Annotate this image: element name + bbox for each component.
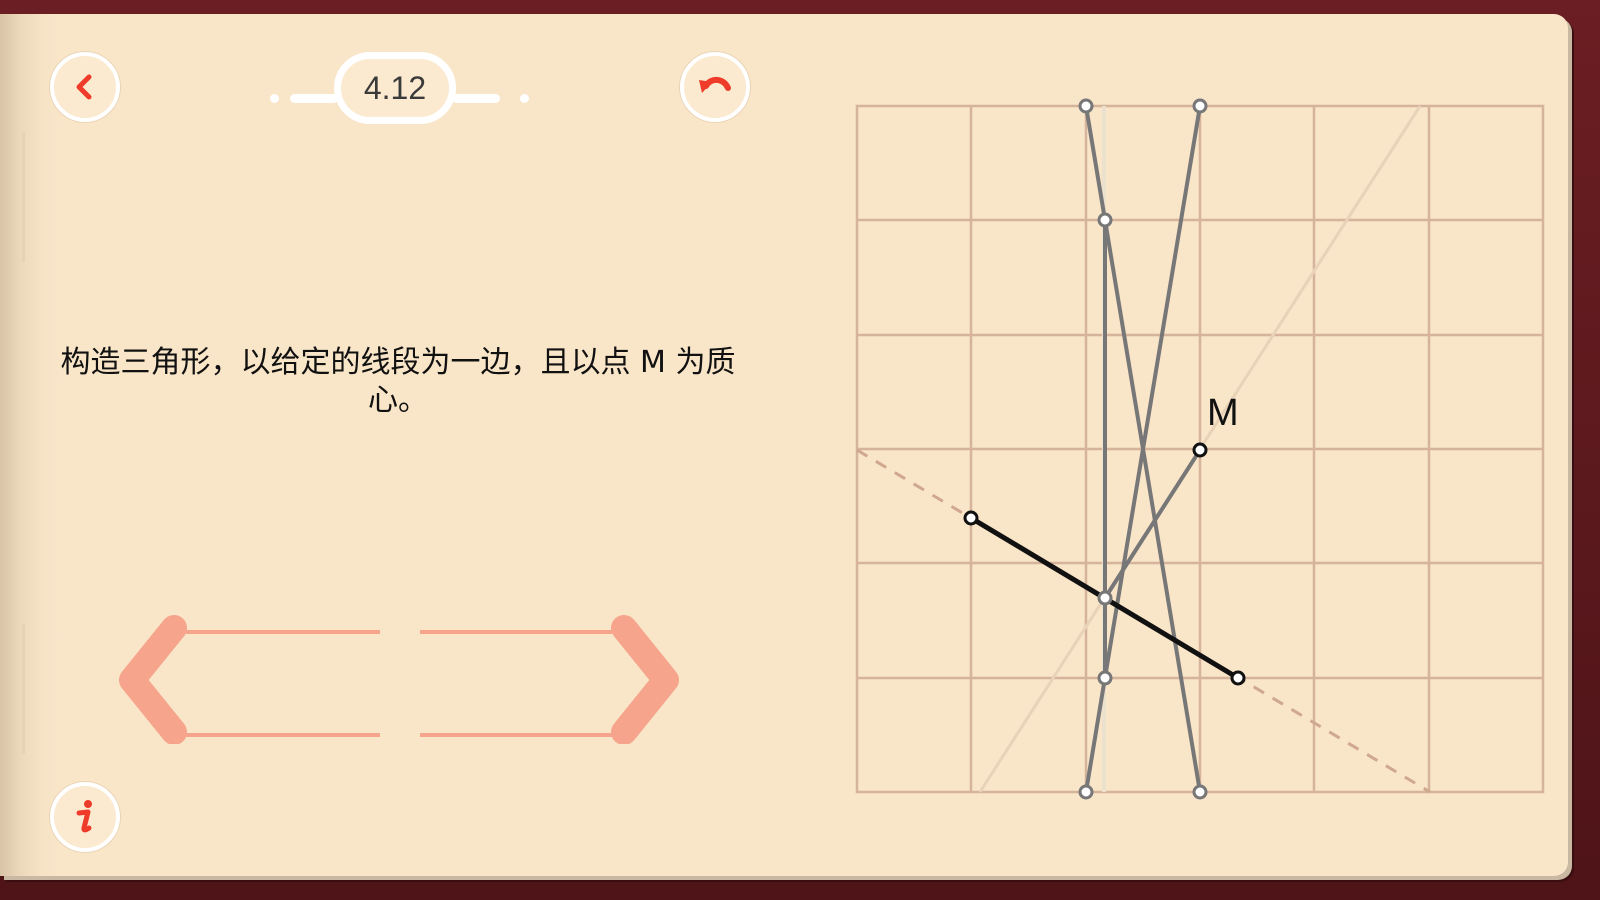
median-line (1103, 448, 1202, 600)
next-level-button[interactable] (420, 615, 679, 744)
level-indicator[interactable]: 4.12 (334, 52, 456, 124)
info-button[interactable] (50, 782, 120, 852)
task-prompt: 构造三角形，以给定的线段为一边，且以点 M 为质心。 (60, 345, 736, 418)
construction-line (1084, 105, 1107, 221)
back-button[interactable] (50, 52, 120, 122)
point (1097, 670, 1113, 686)
undo-icon (699, 76, 731, 93)
undo-button[interactable] (680, 52, 750, 122)
point (1192, 784, 1208, 800)
info-icon (76, 800, 92, 833)
spine-line (22, 132, 25, 262)
level-navigation (119, 615, 679, 744)
prev-arrow-icon (119, 615, 187, 744)
point (1078, 784, 1094, 800)
prev-level-button[interactable] (119, 615, 380, 744)
spine-line (22, 624, 25, 754)
book-page: 4.12 构造三角形，以给定的线段为一边，且以点 M 为质心。 (0, 14, 1568, 876)
construction-line (1103, 219, 1202, 793)
point-m-label: M (1207, 392, 1239, 434)
level-connector-left (290, 94, 338, 103)
point (1097, 212, 1113, 228)
point-m (1192, 442, 1208, 458)
level-dot-left (270, 94, 279, 103)
segment-endpoints[interactable] (963, 442, 1246, 686)
segment-endpoint-b (1230, 670, 1246, 686)
level-label: 4.12 (363, 69, 427, 106)
point (1097, 590, 1113, 606)
point (1078, 98, 1094, 114)
construction-points[interactable] (1078, 98, 1208, 800)
segment-endpoint-a (963, 510, 979, 526)
chevron-left-icon (76, 74, 92, 100)
point (1192, 98, 1208, 114)
book-spine (0, 14, 60, 876)
level-connector-right (452, 94, 500, 103)
next-arrow-icon (611, 615, 679, 744)
level-dot-right (520, 94, 529, 103)
